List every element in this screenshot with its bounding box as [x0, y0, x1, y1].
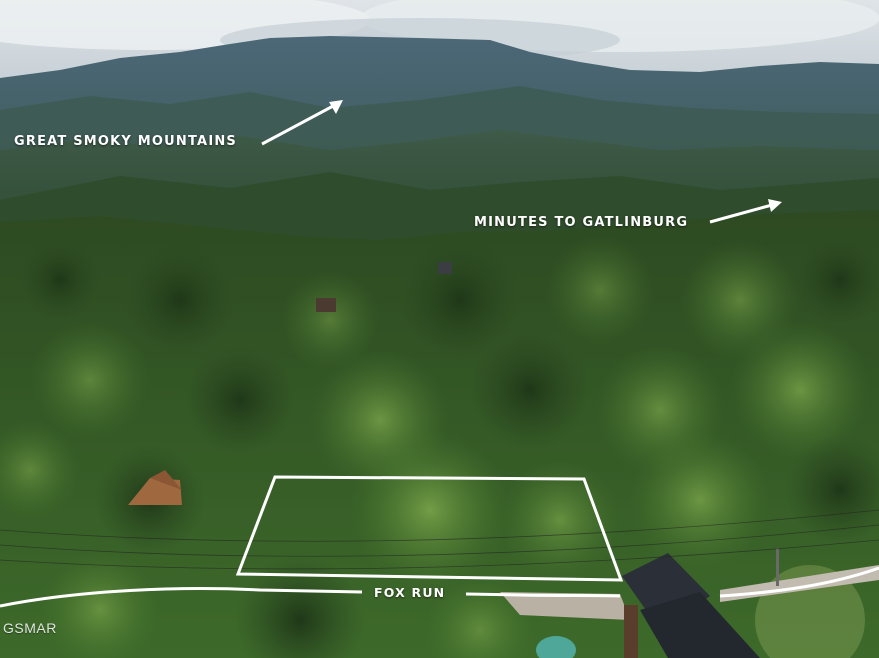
arrow-mountains: [261, 100, 343, 146]
property-boundary: [235, 475, 624, 582]
arrow-gatlinburg: [709, 199, 782, 224]
label-fox-run: FOX RUN: [374, 585, 446, 600]
fox-run-road-line: [0, 566, 879, 608]
cabin: [316, 298, 336, 312]
tree-canopy: [0, 235, 879, 658]
power-lines: [0, 509, 879, 570]
dark-roof-house: [622, 553, 760, 658]
cabin: [438, 262, 452, 274]
teal-dome: [536, 636, 576, 658]
utility-pole: [776, 548, 779, 586]
watermark: GSMAR: [3, 620, 57, 636]
label-great-smoky-mountains: GREAT SMOKY MOUNTAINS: [14, 134, 237, 149]
label-minutes-to-gatlinburg: MINUTES TO GATLINBURG: [474, 215, 689, 230]
road-surface: [500, 592, 630, 620]
